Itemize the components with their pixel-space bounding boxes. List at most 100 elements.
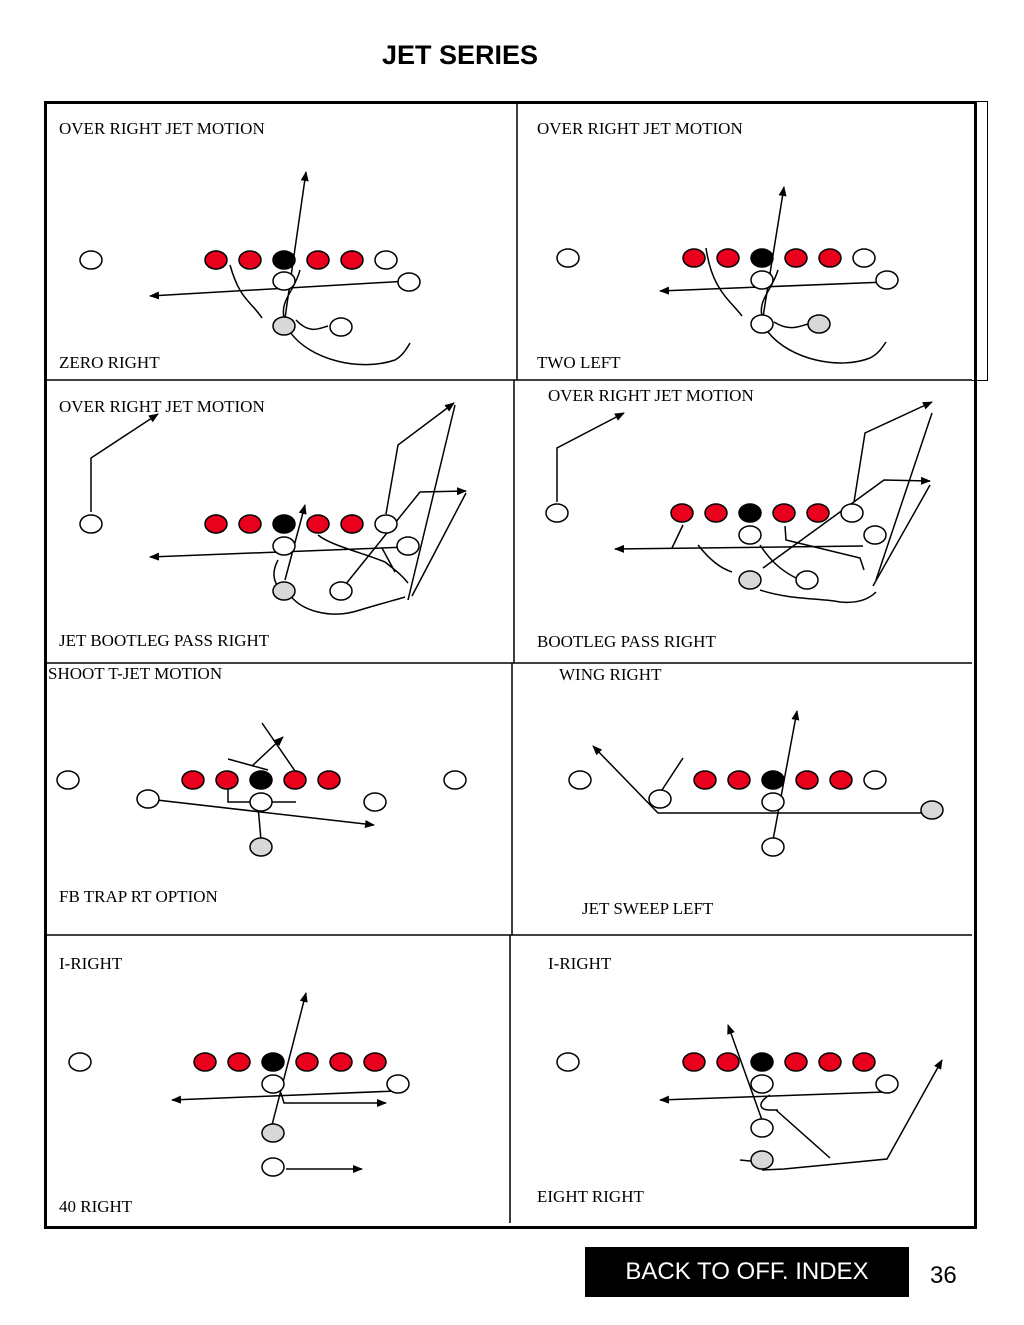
route-line — [875, 412, 933, 581]
route-arrow — [251, 736, 284, 767]
lineman-marker — [716, 1052, 740, 1072]
lineman-marker — [306, 250, 330, 270]
player-marker — [363, 792, 387, 812]
route-arrow — [90, 413, 159, 512]
player-marker — [556, 1052, 580, 1072]
route-arrow — [761, 1059, 943, 1171]
lineman-marker — [682, 1052, 706, 1072]
player-marker — [761, 770, 785, 790]
player-marker — [863, 770, 887, 790]
player-marker — [750, 270, 774, 290]
lineman-marker — [340, 250, 364, 270]
route-line — [289, 331, 411, 366]
ball-carrier-marker — [750, 1150, 774, 1170]
play-3-name: JET BOOTLEG PASS RIGHT — [59, 631, 270, 650]
player-marker — [738, 525, 762, 545]
lineman-marker — [818, 248, 842, 268]
lineman-marker — [204, 250, 228, 270]
lineman-marker — [772, 503, 796, 523]
lineman-marker — [317, 770, 341, 790]
lineman-marker — [215, 770, 239, 790]
players — [56, 248, 944, 1177]
player-marker — [79, 250, 103, 270]
lineman-marker — [693, 770, 717, 790]
route-line — [229, 264, 263, 319]
player-marker — [272, 536, 296, 556]
lineman-marker — [295, 1052, 319, 1072]
ball-carrier-marker — [272, 581, 296, 601]
player-marker — [329, 317, 353, 337]
play-diagram-fb-trap — [147, 722, 375, 841]
ball-carrier-marker — [807, 314, 831, 334]
ball-carrier-marker — [272, 316, 296, 336]
route-arrow — [340, 487, 467, 591]
ball-carrier-marker — [738, 570, 762, 590]
lineman-marker — [306, 514, 330, 534]
player-marker — [875, 1074, 899, 1094]
route-arrow — [280, 1092, 387, 1107]
play-1-name: ZERO RIGHT — [59, 353, 160, 372]
player-marker — [750, 1052, 774, 1072]
player-marker — [261, 1052, 285, 1072]
player-marker — [556, 248, 580, 268]
play-4-name: BOOTLEG PASS RIGHT — [537, 632, 716, 651]
player-marker — [272, 250, 296, 270]
ball-carrier-marker — [249, 837, 273, 857]
player-marker — [272, 514, 296, 534]
route-line — [381, 547, 396, 573]
lineman-marker — [784, 1052, 808, 1072]
player-marker — [249, 770, 273, 790]
grid-lines — [46, 103, 972, 1223]
route-line — [407, 404, 456, 601]
route-line — [289, 594, 406, 615]
route-line — [760, 1094, 778, 1111]
play-diagram-eight-right — [659, 1024, 943, 1171]
player-marker — [875, 270, 899, 290]
player-marker — [374, 514, 398, 534]
route-line — [773, 321, 809, 329]
route-line — [775, 1109, 831, 1159]
route-line — [759, 544, 797, 579]
player-marker — [396, 536, 420, 556]
route-arrow — [659, 281, 887, 295]
lineman-marker — [682, 248, 706, 268]
play-3-formation: OVER RIGHT JET MOTION — [59, 397, 265, 416]
route-line — [659, 757, 684, 794]
player-marker — [249, 792, 273, 812]
lineman-marker — [238, 250, 262, 270]
plays-grid — [44, 101, 977, 1229]
player-marker — [750, 248, 774, 268]
lineman-marker — [704, 503, 728, 523]
play-diagram-jet-bootleg — [90, 402, 467, 615]
lineman-marker — [795, 770, 819, 790]
play-5-players — [56, 770, 467, 857]
route-arrow — [171, 1090, 397, 1104]
play-2-players — [556, 248, 899, 334]
player-marker — [648, 789, 672, 809]
player-marker — [750, 1074, 774, 1094]
route-arrow — [592, 745, 932, 814]
player-marker — [397, 272, 421, 292]
play-7-formation: I-RIGHT — [59, 954, 123, 973]
page-number: 36 — [930, 1262, 957, 1289]
play-6-name: JET SWEEP LEFT — [582, 899, 714, 918]
player-marker — [795, 570, 819, 590]
player-marker — [443, 770, 467, 790]
route-arrow — [853, 401, 933, 503]
play-8-players — [556, 1052, 899, 1170]
player-marker — [136, 789, 160, 809]
player-marker — [545, 503, 569, 523]
route-line — [697, 544, 733, 573]
lineman-marker — [363, 1052, 387, 1072]
back-to-offense-index-button[interactable]: BACK TO OFF. INDEX — [585, 1247, 909, 1297]
route-line — [411, 492, 467, 597]
lineman-marker — [283, 770, 307, 790]
play-7-players — [68, 1052, 410, 1177]
lineman-marker — [716, 248, 740, 268]
player-marker — [840, 503, 864, 523]
route-arrow — [727, 1024, 763, 1121]
lineman-marker — [670, 503, 694, 523]
route-line — [872, 484, 931, 587]
route-arrow — [385, 402, 455, 515]
player-marker — [750, 314, 774, 334]
